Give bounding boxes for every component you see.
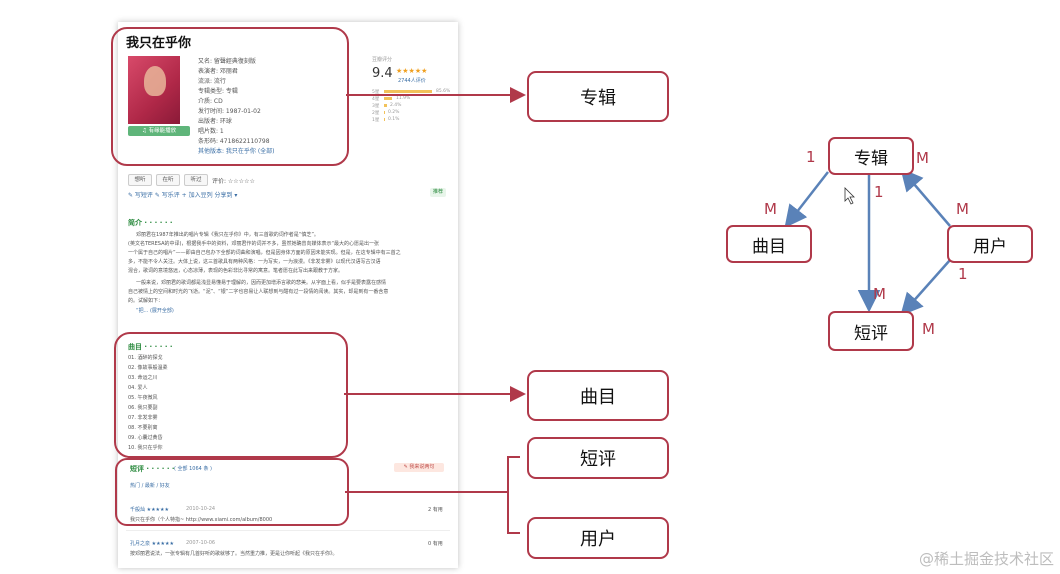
rating-count[interactable]: 2744人评价 <box>398 78 426 84</box>
listening-button[interactable]: 在听 <box>156 174 180 186</box>
info-line: 专辑类型: 专辑 <box>198 88 238 95</box>
info-line: 表演者: 邓丽君 <box>198 68 238 75</box>
intro-heading: 简介 · · · · · · <box>128 219 173 227</box>
track-item: 07. 非发非雾 <box>128 415 158 421</box>
album-page-screenshot: 我只在乎你 又名: 留聲經典復刻版 表演者: 邓丽君 流派: 流行 专辑类型: … <box>118 22 458 568</box>
track-item: 01. 酒醉的探戈 <box>128 355 163 361</box>
bracket-line <box>507 456 520 534</box>
tracks-heading: 曲目 · · · · · · <box>128 343 173 351</box>
intro-line: 一个属于自己的唱片”——即由自己包办下全部的词曲和演唱，但是因身体方面的原因未能… <box>128 250 401 256</box>
intro-line: 自己被情上的空间和时光的飞逝。“泥”、“银”二字也容易让人联想到与酣有过一段情的… <box>128 289 389 295</box>
cardinality-label: 1 <box>958 265 968 283</box>
review-useful[interactable]: 2 有用 <box>428 507 443 513</box>
tracks-callout: 曲目 <box>527 370 669 421</box>
track-item: 05. 午夜微风 <box>128 395 158 401</box>
star-row-label: 4星 <box>372 97 380 102</box>
er-node-track: 曲目 <box>726 225 812 263</box>
cardinality-label: 1 <box>806 148 816 166</box>
star-row-label: 2星 <box>372 111 380 116</box>
edge-user-review <box>900 259 951 316</box>
user-callout: 用户 <box>527 517 669 559</box>
rating-stars-icon: ★★★★★ <box>396 67 428 75</box>
track-item: 06. 我只要副 <box>128 405 158 411</box>
reviews-count-link[interactable]: ( 全部 1064 条 ) <box>174 466 212 472</box>
info-line: 又名: 留聲經典復刻版 <box>198 58 256 65</box>
info-line: 唱片数: 1 <box>198 128 224 135</box>
star-pct: 0.2% <box>388 110 400 115</box>
star-bar <box>384 111 385 114</box>
album-title: 我只在乎你 <box>126 36 192 51</box>
intro-expand-link[interactable]: “把... (展开全部) <box>136 308 174 314</box>
intro-line: 一般来说，邓丽君的歌词都是浅显易懂易于理解的，因而更加增添言歌的悲美。从字面上看… <box>136 280 387 286</box>
star-bar <box>384 104 387 107</box>
er-node-user: 用户 <box>947 225 1033 263</box>
star-row-label: 1星 <box>372 118 380 123</box>
track-item: 08. 不要别离 <box>128 425 158 431</box>
reviews-tabs[interactable]: 热门 / 最新 / 好友 <box>130 483 170 489</box>
review-text: 我只在乎你（个人特指~ http://www.xiami.com/album/8… <box>130 517 273 523</box>
info-line: 介质: CD <box>198 98 223 105</box>
info-line: 发行时间: 1987-01-02 <box>198 108 261 115</box>
rating-value: 9.4 <box>372 66 393 81</box>
star-pct: 11.9% <box>396 96 411 101</box>
review-user[interactable]: 千般灿 ★★★★★ <box>130 507 170 513</box>
track-item: 10. 我只在乎你 <box>128 445 163 451</box>
star-bar <box>384 97 392 100</box>
review-date: 2010-10-24 <box>186 506 216 512</box>
my-rating[interactable]: 评价: ☆☆☆☆☆ <box>212 178 255 185</box>
intro-line: 邓丽君在1987年推出的唱片专辑《我只在乎你》中，有三首歌的词作者是“慎芝”。 <box>136 232 319 238</box>
info-line: 流派: 流行 <box>198 78 226 85</box>
cursor-icon <box>844 187 855 205</box>
edge-user-album <box>900 168 951 227</box>
cardinality-label: M <box>916 149 929 167</box>
track-item: 03. 命运之川 <box>128 375 158 381</box>
er-node-review: 短评 <box>828 311 914 351</box>
cardinality-label: M <box>922 320 935 338</box>
er-node-album: 专辑 <box>828 137 914 175</box>
cardinality-label: M <box>873 285 886 303</box>
star-pct: 2.4% <box>390 103 402 108</box>
track-item: 09. 心囊过黄昏 <box>128 435 163 441</box>
review-useful[interactable]: 0 有用 <box>428 541 443 547</box>
rating-label: 豆瓣评分 <box>372 57 393 63</box>
action-links[interactable]: ✎ 写短评 ✎ 写乐评 + 加入豆列 分享到 ▾ <box>128 192 238 199</box>
edge-album-track <box>784 171 829 228</box>
track-item: 02. 像故事般温柔 <box>128 365 168 371</box>
star-pct: 0.1% <box>388 117 400 122</box>
star-pct: 85.6% <box>436 89 451 94</box>
album-cover-image <box>128 56 180 124</box>
star-bar <box>384 90 432 93</box>
recommend-button[interactable]: 推荐 <box>430 188 446 197</box>
track-item: 04. 爱人 <box>128 385 148 391</box>
divider <box>126 530 450 531</box>
star-bar <box>384 118 385 121</box>
info-line: 条形码: 4718622110798 <box>198 138 270 145</box>
write-review-button[interactable]: ✎ 我来说两句 <box>394 463 444 472</box>
intro-line: 的。试解如下： <box>128 298 164 304</box>
album-callout: 专辑 <box>527 71 669 122</box>
review-user[interactable]: 孔月之泉 ★★★★★ <box>130 541 175 547</box>
short-review-callout: 短评 <box>527 437 669 479</box>
album-highlight-box <box>111 27 349 166</box>
intro-line: (英文名TERESA的中译)，根据我手中的资料，邓丽君作的词并不多，虽然她确曾向… <box>128 241 380 247</box>
listened-button[interactable]: 听过 <box>184 174 208 186</box>
info-line: 出版者: 环球 <box>198 118 232 125</box>
info-line[interactable]: 其他版本: 我只在乎你 (全部) <box>198 148 275 155</box>
star-row-label: 5星 <box>372 90 380 95</box>
cardinality-label: 1 <box>874 183 884 201</box>
intro-line: 混合，歌词的意境悠远，心态凉薄，表现的色彩非比寻常的寓意。笔者愿在此写出来跟教于… <box>128 268 344 274</box>
cardinality-label: M <box>764 200 777 218</box>
intro-line: 多，不能不令人关注。大体上说，这三首歌具有两种风格：一为写实，一为浪漫。《非发非… <box>128 259 381 265</box>
star-row-label: 3星 <box>372 104 380 109</box>
reviews-heading: 短评 · · · · · · <box>130 465 175 473</box>
cardinality-label: M <box>956 200 969 218</box>
play-button[interactable]: ♫ 有缘能播放 <box>128 126 190 136</box>
want-listen-button[interactable]: 想听 <box>128 174 152 186</box>
review-date: 2007-10-06 <box>186 540 216 546</box>
watermark: @稀土掘金技术社区 <box>918 550 1054 568</box>
review-text: 按邓丽君说法，一张专辑有几首好听的歌就够了。当然重力推，更是让你听起《我只在乎你… <box>130 551 338 557</box>
